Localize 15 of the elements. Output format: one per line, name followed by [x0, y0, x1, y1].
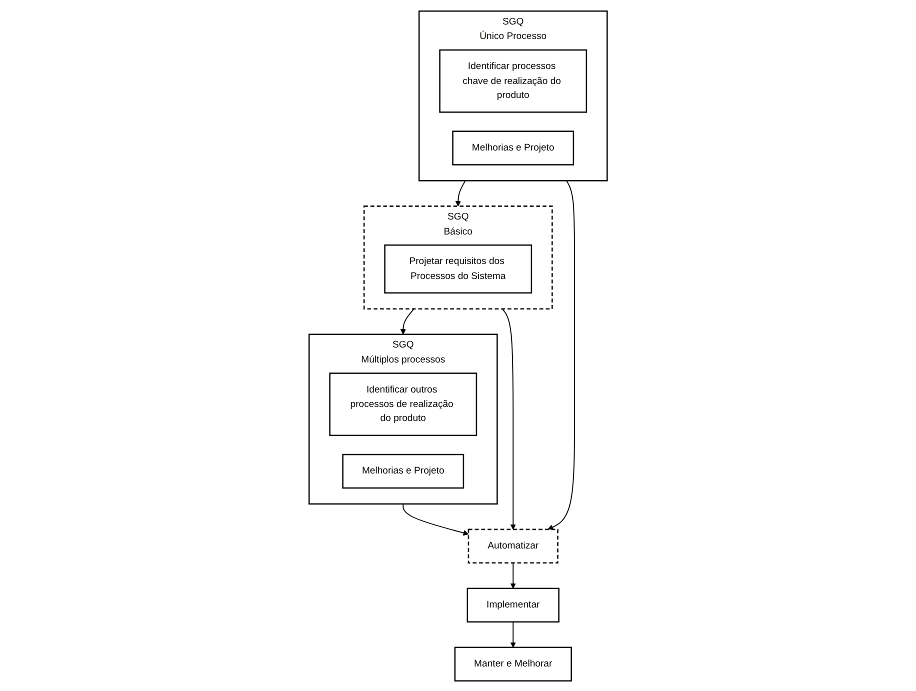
arrow [400, 308, 414, 334]
node-box: Melhorias e Projeto [452, 130, 574, 165]
node-box: Identificar outros processos de realização do produto [329, 372, 477, 436]
arrow [455, 180, 466, 206]
node-box: Automatizar [468, 528, 558, 564]
node-box: Identificar processos chave de realização do produto [439, 48, 587, 112]
arrow [548, 180, 575, 530]
arrow [402, 502, 469, 536]
arrow [510, 562, 516, 588]
arrow [502, 308, 516, 530]
node-box: Implementar [466, 587, 560, 622]
node-box: Manter e Melhorar [454, 646, 572, 682]
node-box: Melhorias e Projeto [342, 453, 464, 488]
arrow [510, 620, 516, 648]
node-box: Projetar requisitos dos Processos do Sistema [384, 244, 532, 294]
